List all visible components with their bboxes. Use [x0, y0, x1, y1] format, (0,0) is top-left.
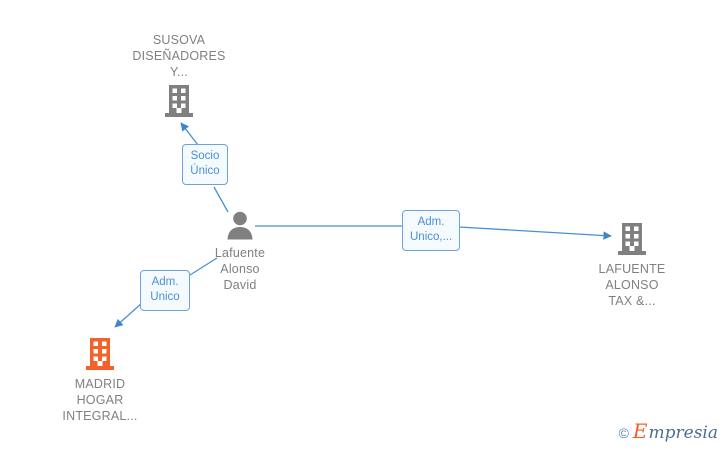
relation-label-adm-unico-right[interactable]: Adm. Unico,...	[402, 210, 460, 251]
building-icon	[104, 84, 254, 118]
person-icon	[165, 210, 315, 240]
copyright-icon: ©	[618, 425, 629, 441]
relation-label-adm-unico-left[interactable]: Adm. Unico	[140, 270, 190, 311]
lafuente-tax-company-label: LAFUENTE ALONSO TAX &...	[598, 262, 666, 308]
lafuente-person-node[interactable]: Lafuente Alonso David	[165, 210, 315, 293]
susova-company-node[interactable]: SUSOVA DISEÑADORES Y...	[104, 32, 254, 118]
empresia-watermark: © E mpresia	[619, 421, 718, 442]
edge-person-to-socio-label	[213, 186, 229, 213]
madrid-hogar-company-label: MADRID HOGAR INTEGRAL...	[62, 377, 138, 423]
edge-person-to-admunico-left-label	[189, 257, 218, 276]
edge-admunico-left-label-to-madrid-hogar	[114, 302, 143, 328]
relation-label-socio-unico[interactable]: Socio Único	[182, 144, 228, 185]
susova-company-label: SUSOVA DISEÑADORES Y...	[132, 33, 226, 79]
lafuente-person-label: Lafuente Alonso David	[214, 246, 266, 292]
brand-initial: E	[632, 419, 648, 443]
madrid-hogar-company-node[interactable]: MADRID HOGAR INTEGRAL...	[25, 337, 175, 424]
brand-name: mpresia	[648, 423, 719, 443]
lafuente-tax-company-node[interactable]: LAFUENTE ALONSO TAX &...	[557, 222, 707, 309]
edge-admunico-right-label-to-lafuente-tax	[458, 226, 612, 240]
edge-socio-label-to-susova	[180, 122, 199, 146]
building-icon	[25, 337, 175, 371]
building-icon	[557, 222, 707, 256]
